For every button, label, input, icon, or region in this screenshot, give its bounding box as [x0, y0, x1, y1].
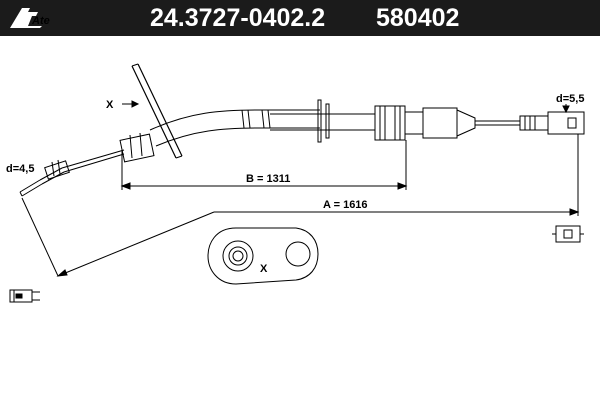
cable-technical-drawing: X X B = 1311 A = 1616 d=4,5 d=5,5 — [6, 63, 585, 303]
left-end-symbol — [9, 289, 40, 303]
dimension-b — [120, 140, 408, 190]
title-bar: Ate 24.3727-0402.2 580402 — [0, 0, 600, 36]
adjuster-sleeve — [374, 105, 424, 141]
bracket-fitting — [119, 132, 155, 163]
right-diameter-label: d=5,5 — [556, 93, 584, 105]
view-marker-label: X — [106, 99, 114, 111]
detail-marker-label: X — [260, 263, 268, 275]
left-barrel-end — [19, 159, 70, 197]
left-diameter-label: d=4,5 — [6, 163, 34, 175]
dimension-a — [21, 134, 580, 277]
mounting-bracket — [131, 63, 183, 159]
end-ferrule — [422, 107, 520, 139]
part-number: 24.3727-0402.2 — [150, 4, 326, 32]
detail-bracket-plate — [207, 227, 319, 285]
view-arrow-x — [122, 100, 140, 108]
right-end-fitting — [519, 104, 585, 135]
ate-logo: Ate — [10, 8, 50, 28]
right-end-symbol — [552, 225, 584, 243]
curved-sheath — [149, 109, 320, 147]
straight-sheath — [270, 99, 375, 143]
reference-number: 580402 — [376, 4, 460, 32]
dimension-a-label: A = 1616 — [323, 199, 368, 211]
dimension-b-label: B = 1311 — [246, 173, 290, 185]
brand-name: Ate — [31, 15, 50, 27]
